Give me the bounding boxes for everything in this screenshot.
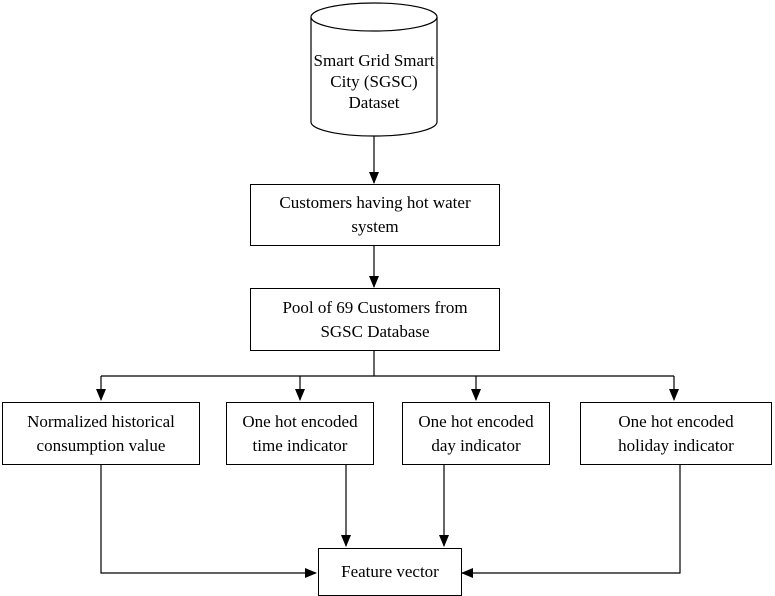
dataset-label-line: (SGSC) [363, 71, 418, 91]
feature-box-line: consumption value [36, 435, 166, 455]
customer-pool-line: SGSC Database [320, 321, 430, 341]
dataset-cylinder [310, 2, 438, 137]
feature-box-line: One hot encoded [618, 411, 734, 431]
feature-box-holiday-indicator: One hot encoded holiday indicator [580, 402, 772, 465]
feature-box-line: Normalized historical [27, 411, 175, 431]
customer-pool-line: Pool of 69 Customers from [282, 297, 468, 317]
dataset-label: Smart Grid Smart City (SGSC) Dataset [311, 38, 437, 124]
customer-pool-box: Pool of 69 Customers from SGSC Database [250, 288, 500, 351]
customers-hot-water-box: Customers having hot water system [250, 184, 500, 246]
feature-box-line: day indicator [431, 435, 521, 455]
feature-box-line: One hot encoded [418, 411, 534, 431]
customers-hot-water-line: Customers having hot water [279, 193, 471, 212]
dataset-label-line: Smart Grid [313, 50, 390, 70]
arrow-feature-4-to-output [461, 465, 681, 578]
arrow-feature-1-to-output [100, 465, 317, 578]
feature-box-historical-consumption: Normalized historical consumption value [2, 402, 200, 465]
feature-box-line: time indicator [252, 435, 348, 455]
feature-box-line: holiday indicator [618, 435, 734, 455]
customers-hot-water-line: system [351, 217, 399, 236]
feature-box-line: One hot encoded [242, 411, 358, 431]
feature-box-day-indicator: One hot encoded day indicator [402, 402, 550, 465]
dataset-label-line: Dataset [348, 92, 400, 112]
feature-box-time-indicator: One hot encoded time indicator [226, 402, 374, 465]
dataset-label-line: Smart City [330, 50, 435, 91]
feature-vector-box: Feature vector [318, 548, 462, 596]
feature-vector-label: Feature vector [341, 562, 439, 581]
